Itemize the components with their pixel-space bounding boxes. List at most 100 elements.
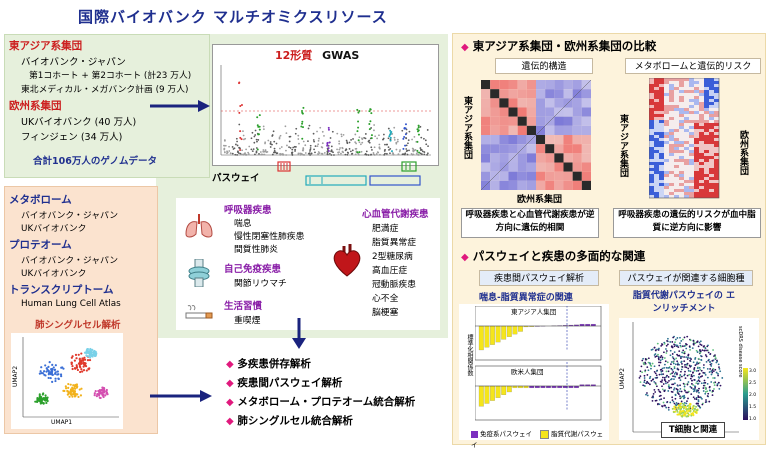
heatmap-cell <box>699 96 704 99</box>
heatmap-cell <box>659 135 664 138</box>
genetic-correlation-heatmap <box>477 80 595 190</box>
manhattan-peak-point <box>371 137 373 139</box>
manhattan-point <box>307 140 309 142</box>
manhattan-point <box>346 140 348 142</box>
umap-cell <box>705 388 707 390</box>
manhattan-point <box>339 147 341 149</box>
umap-cell <box>89 359 91 361</box>
heatmap-cell <box>704 99 709 102</box>
umap-cell <box>662 389 664 391</box>
manhattan-point <box>341 136 343 138</box>
heatmap-cell <box>694 120 699 123</box>
umap-cell <box>673 378 675 380</box>
heatmap-cell <box>679 147 684 150</box>
manhattan-point <box>285 132 287 134</box>
heatmap-cell <box>694 153 699 156</box>
manhattan-point <box>297 135 299 137</box>
manhattan-point <box>289 136 291 138</box>
heatmap-cell <box>659 189 664 192</box>
manhattan-point <box>368 140 370 142</box>
heatmap-cell <box>654 96 659 99</box>
heatmap-cell <box>554 153 563 162</box>
umap-cell <box>106 389 108 391</box>
heatmap-cell <box>499 144 508 153</box>
heatmap-cell <box>654 138 659 141</box>
manhattan-point <box>389 152 391 154</box>
manhattan-peak-point <box>416 128 418 130</box>
heatmap-cell <box>709 117 714 120</box>
heatmap-cell <box>709 147 714 150</box>
heatmap-cell <box>709 84 714 87</box>
umap-hot-cell <box>674 408 676 410</box>
heatmap-cell <box>674 177 679 180</box>
umap-cell <box>665 407 667 409</box>
umap-cell <box>664 357 666 359</box>
heatmap-cell <box>573 163 582 172</box>
heatmap-cell <box>564 126 573 135</box>
umap-cell <box>684 390 686 392</box>
heatmap-cell <box>659 114 664 117</box>
heatmap-cell <box>674 168 679 171</box>
heatmap-cell <box>699 111 704 114</box>
umap-cell <box>719 368 721 370</box>
manhattan-point <box>355 154 357 156</box>
heatmap-cell <box>659 156 664 159</box>
umap-cell <box>675 357 677 359</box>
heatmap-cell <box>649 87 654 90</box>
umap-cell <box>680 346 682 348</box>
heatmap-cell <box>709 135 714 138</box>
bar <box>524 386 529 388</box>
bar <box>479 326 484 350</box>
umap-cell <box>696 403 698 405</box>
heatmap-cell <box>714 156 719 159</box>
umap-cell <box>718 382 720 384</box>
bar <box>541 386 546 388</box>
umap-cell <box>721 377 723 379</box>
heatmap-cell <box>699 138 704 141</box>
manhattan-point <box>423 151 425 153</box>
manhattan-point <box>279 153 281 155</box>
umap-cell <box>51 381 53 383</box>
heatmap-cell <box>699 147 704 150</box>
umap-cell <box>40 372 42 374</box>
heatmap-cell <box>714 111 719 114</box>
umap-cell <box>72 355 74 357</box>
manhattan-point <box>401 130 403 132</box>
heatmap-cell <box>664 90 669 93</box>
umap-hot-cell <box>683 408 685 410</box>
umap-cell <box>684 402 686 404</box>
heart-icon <box>330 242 364 278</box>
manhattan-point <box>241 149 243 151</box>
umap-cell <box>681 401 683 403</box>
heatmap-cell <box>704 129 709 132</box>
heatmap-cell <box>509 144 518 153</box>
heatmap-cell <box>689 168 694 171</box>
manhattan-peak-point <box>357 127 359 129</box>
heatmap-cell <box>704 102 709 105</box>
umap-cell <box>72 368 74 370</box>
umap-cell <box>703 382 705 384</box>
manhattan-point <box>321 147 323 149</box>
tcell-label: T細胞と関連 <box>661 422 725 438</box>
heatmap-cell <box>689 81 694 84</box>
umap-cell <box>44 400 46 402</box>
heatmap-cell <box>714 165 719 168</box>
heatmap-cell <box>689 153 694 156</box>
umap-cell <box>679 342 681 344</box>
cohort-item: 第1コホート + 第2コホート (計23 万人) <box>29 68 191 81</box>
heatmap-cell <box>664 120 669 123</box>
umap-cell <box>700 350 702 352</box>
umap-cell <box>102 387 104 389</box>
umap-cell <box>705 387 707 389</box>
umap-cell <box>674 376 676 378</box>
umap-cell <box>712 394 714 396</box>
heatmap-cell <box>689 105 694 108</box>
heatmap-cell <box>659 159 664 162</box>
umap-cell <box>672 361 674 363</box>
umap-cell <box>91 349 93 351</box>
umap-cell <box>652 400 654 402</box>
manhattan-point <box>396 149 398 151</box>
umap-cell <box>712 390 714 392</box>
manhattan-point <box>298 143 300 145</box>
manhattan-point <box>252 132 254 134</box>
